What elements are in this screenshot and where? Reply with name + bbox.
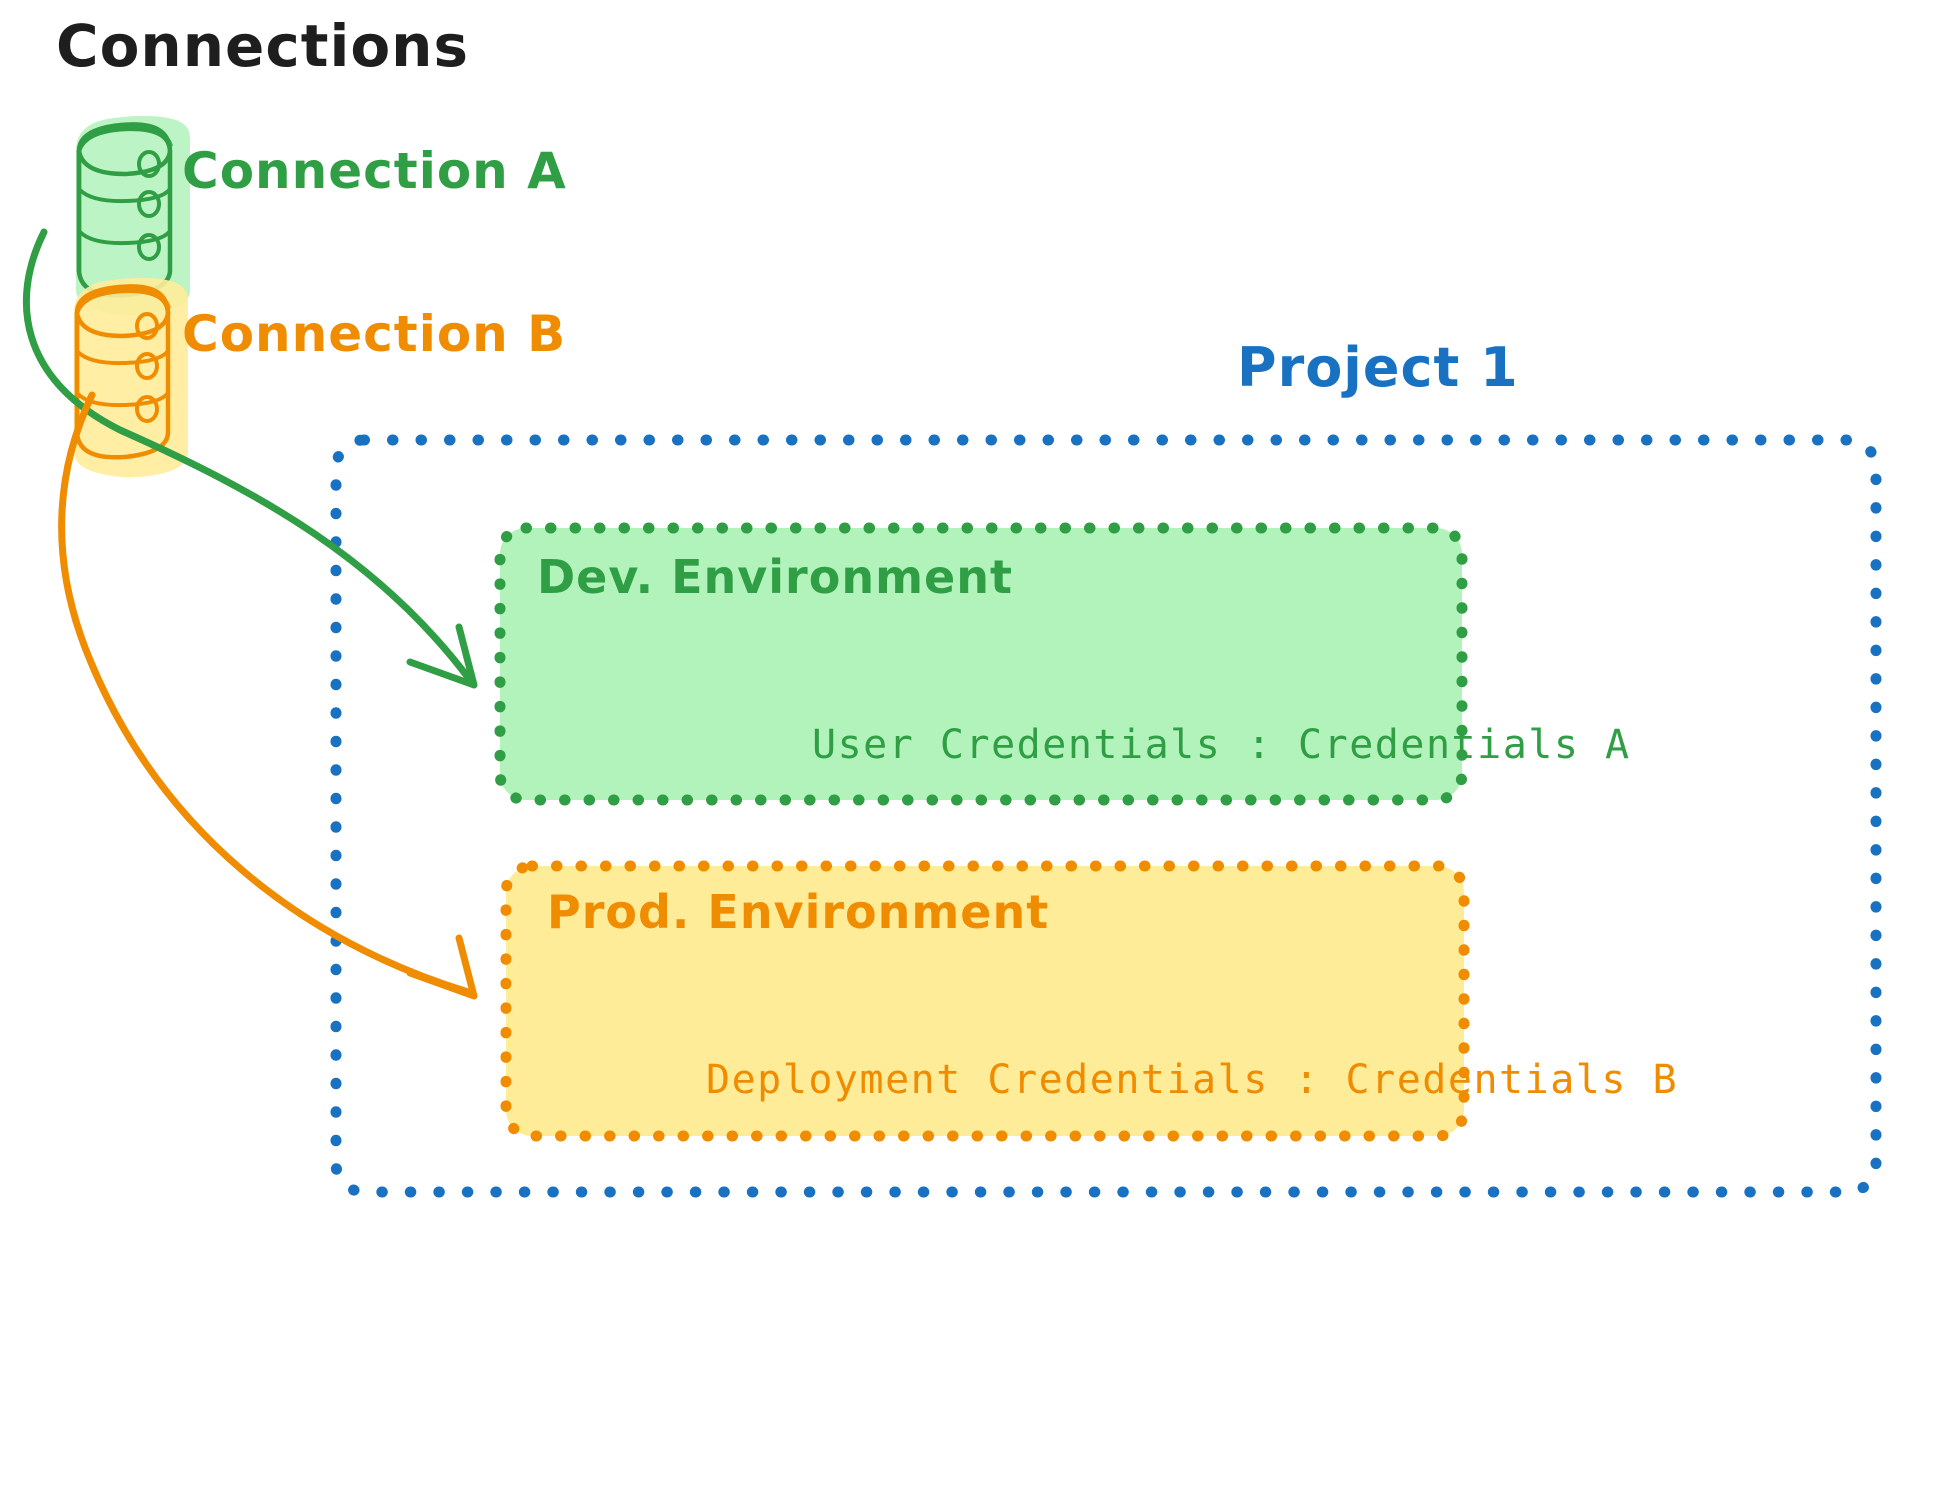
arrow-connection-a-to-dev <box>22 228 478 689</box>
arrow-connection-b-to-prod <box>58 391 478 1000</box>
prod-environment-box[interactable] <box>500 860 1470 1142</box>
connection-b-database-icon[interactable] <box>74 277 188 478</box>
project-container-border <box>330 434 1882 1198</box>
dev-environment-box[interactable] <box>494 522 1468 806</box>
